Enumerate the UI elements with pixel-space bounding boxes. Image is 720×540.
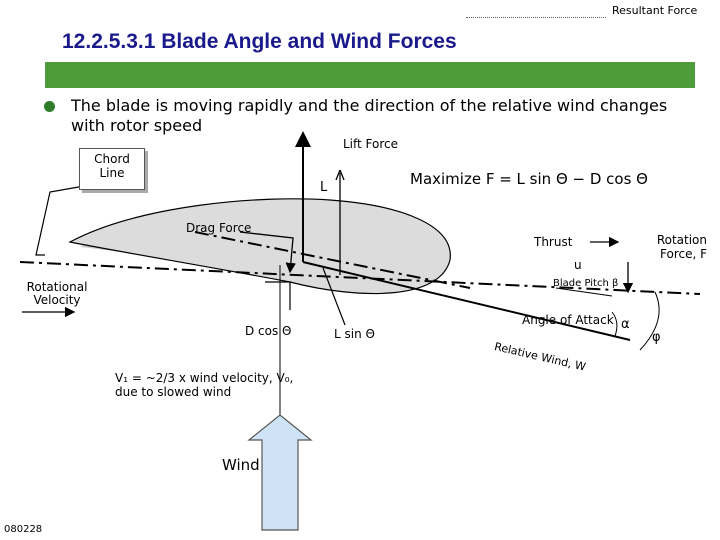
v1-note-line1: V₁ = ~2/3 x wind velocity, V₀, <box>115 371 294 385</box>
chord-line <box>194 231 471 289</box>
lsin-label: L sin Θ <box>334 327 375 341</box>
lsin-arrow <box>322 267 346 326</box>
wind-label: Wind <box>222 456 260 474</box>
header-title: Resultant Force <box>612 4 698 17</box>
title-banner <box>45 62 695 88</box>
u-label: u <box>574 258 582 272</box>
thrust-label: Thrust <box>534 235 573 249</box>
relative-wind-line <box>302 261 631 341</box>
rotation-plane-line <box>19 261 701 295</box>
chord-line-label: Chord Line <box>94 152 130 180</box>
dcos-arrow <box>265 281 291 310</box>
lift-l-label: L <box>320 180 328 195</box>
bullet-text: The blade is moving rapidly and the dire… <box>71 96 668 135</box>
dcos-label: D cos Θ <box>245 324 292 338</box>
rotation-force-label: Rotation Force, F <box>656 233 707 261</box>
phi-label: φ <box>652 330 661 345</box>
chord-line-box: Chord Line <box>79 148 145 190</box>
alpha-arc <box>611 311 618 337</box>
rotational-velocity-label: Rotational Velocity <box>26 280 88 307</box>
lift-force-label: Lift Force <box>343 137 399 151</box>
v1-note-line2: due to slowed wind <box>115 385 232 399</box>
drag-force-arrow <box>239 231 296 274</box>
angle-of-attack-label: Angle of Attack <box>522 313 614 327</box>
header-rule <box>466 17 606 18</box>
bullet-icon <box>44 101 55 112</box>
alpha-label: α <box>621 317 630 332</box>
drag-force-label: Drag Force <box>186 221 252 235</box>
blade-pitch-label: Blade Pitch β <box>553 278 619 289</box>
footer-code: 080228 <box>4 524 43 535</box>
phi-arc <box>639 291 660 351</box>
equation: Maximize F = L sin Θ − D cos Θ <box>410 170 648 188</box>
wind-arrow-icon <box>247 414 313 531</box>
slide-title: 12.2.5.3.1 Blade Angle and Wind Forces <box>62 30 457 53</box>
chord-callout <box>35 184 91 256</box>
